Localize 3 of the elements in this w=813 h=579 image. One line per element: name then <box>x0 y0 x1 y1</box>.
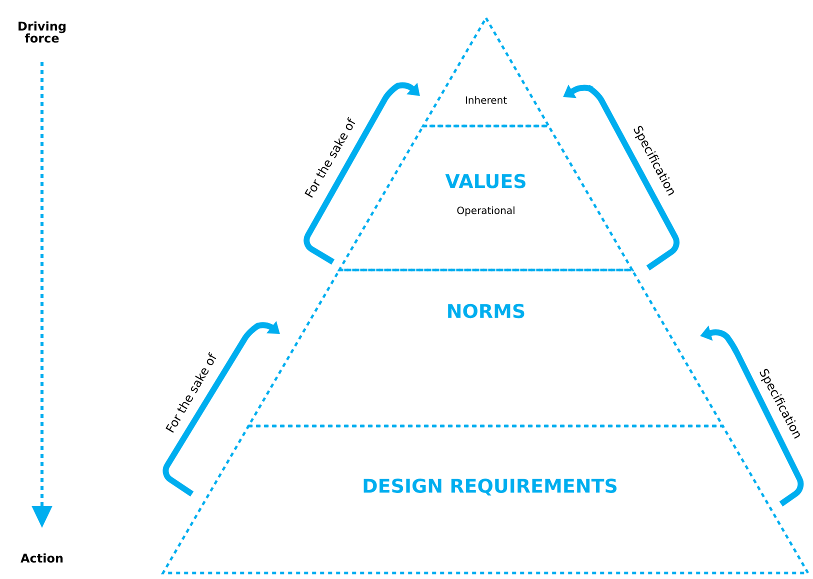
arrow <box>304 82 420 265</box>
axis-label: Driving force <box>18 21 66 43</box>
axis-label: Action <box>20 553 63 563</box>
